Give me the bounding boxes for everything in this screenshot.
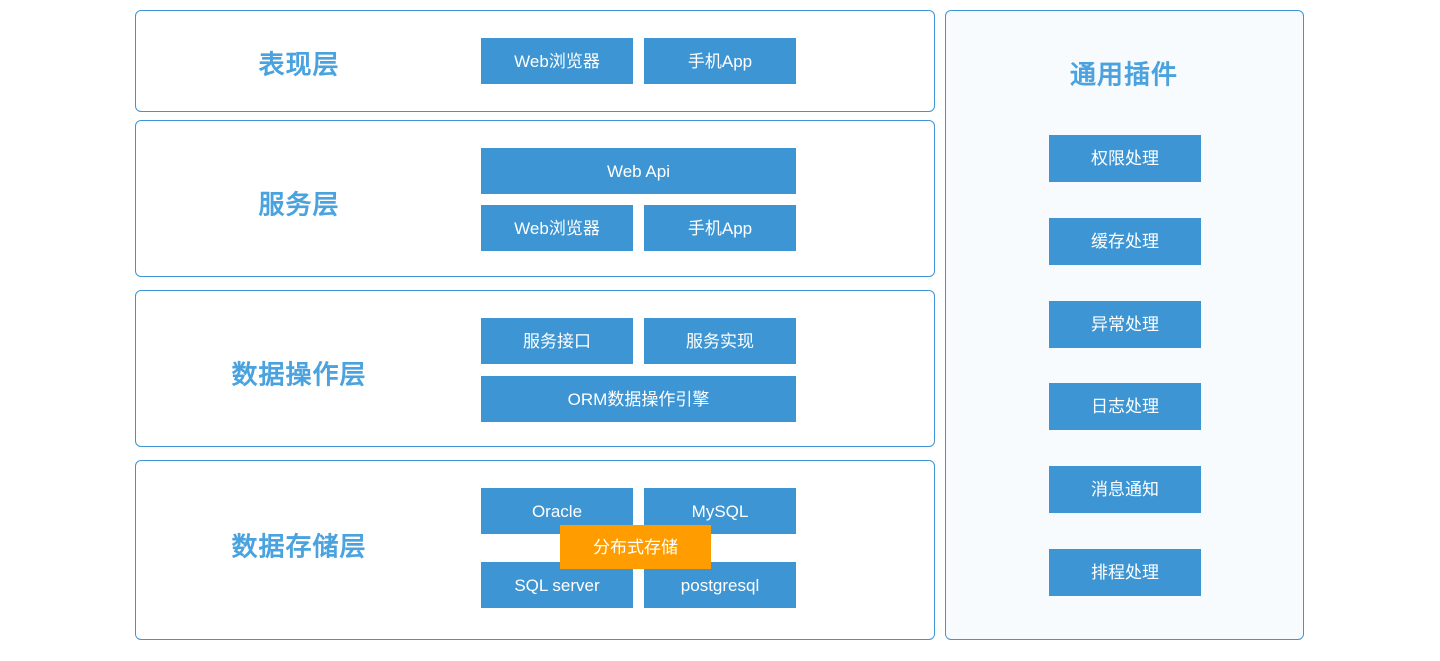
layer-box-postgresql[interactable]: postgresql <box>644 562 796 608</box>
layer-box-service-interface[interactable]: 服务接口 <box>481 318 633 364</box>
layer-box-service-implementation[interactable]: 服务实现 <box>644 318 796 364</box>
layer-box-service-mobile-app[interactable]: 手机App <box>644 205 796 251</box>
plugin-box-permission[interactable]: 权限处理 <box>1049 135 1201 182</box>
plugins-panel-title: 通用插件 <box>1069 59 1179 90</box>
plugin-box-cache[interactable]: 缓存处理 <box>1049 218 1201 265</box>
layer-box-web-api[interactable]: Web Api <box>481 148 796 194</box>
layer-box-sql-server[interactable]: SQL server <box>481 562 633 608</box>
layer-title-service: 服务层 <box>258 189 340 220</box>
layer-title-data-operation: 数据操作层 <box>231 359 367 390</box>
layer-panel-service <box>135 120 935 277</box>
plugin-box-exception[interactable]: 异常处理 <box>1049 301 1201 348</box>
layer-box-web-browser[interactable]: Web浏览器 <box>481 38 633 84</box>
layer-box-orm-engine[interactable]: ORM数据操作引擎 <box>481 376 796 422</box>
layer-box-mobile-app[interactable]: 手机App <box>644 38 796 84</box>
layer-title-data-storage: 数据存储层 <box>231 531 367 562</box>
plugin-box-logging[interactable]: 日志处理 <box>1049 383 1201 430</box>
layer-box-distributed-storage[interactable]: 分布式存储 <box>560 525 711 569</box>
layer-box-service-web-browser[interactable]: Web浏览器 <box>481 205 633 251</box>
layer-title-presentation: 表现层 <box>258 49 340 80</box>
plugin-box-scheduling[interactable]: 排程处理 <box>1049 549 1201 596</box>
layer-box-mysql[interactable]: MySQL <box>644 488 796 534</box>
plugin-box-notification[interactable]: 消息通知 <box>1049 466 1201 513</box>
